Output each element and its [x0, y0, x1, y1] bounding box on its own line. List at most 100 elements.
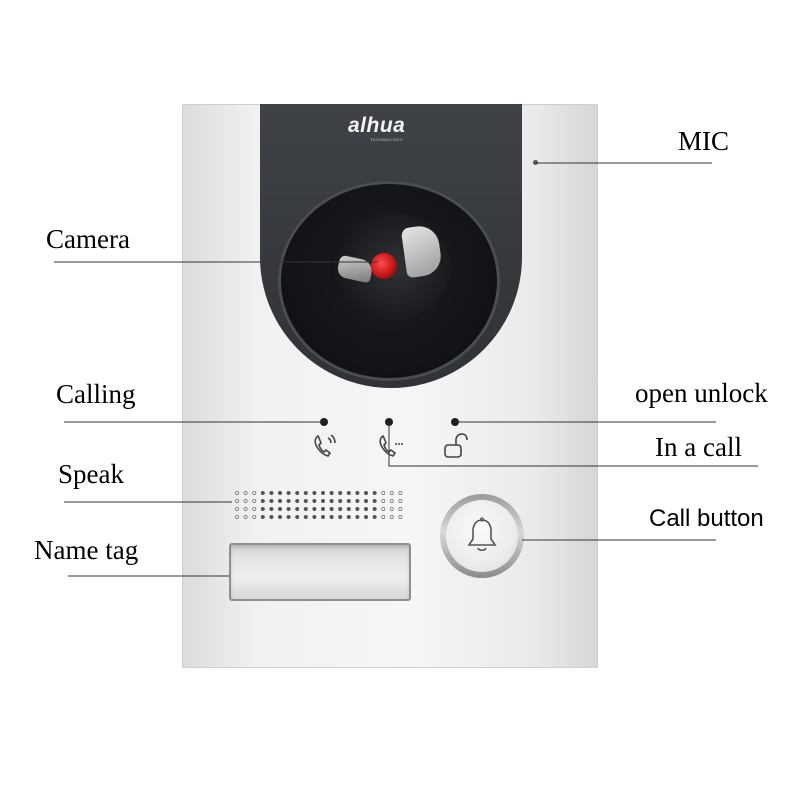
grille-hole	[295, 491, 300, 495]
grille-hole	[252, 498, 257, 503]
label-mic: MIC	[678, 126, 730, 156]
grille-hole	[364, 515, 368, 519]
camera-indicator	[371, 253, 397, 279]
grille-hole	[372, 491, 377, 495]
grille-hole	[329, 515, 334, 519]
label-camera: Camera	[46, 224, 130, 254]
grille-hole	[243, 498, 248, 503]
grille-hole	[389, 514, 394, 519]
grille-hole	[398, 491, 403, 496]
grille-hole	[355, 515, 360, 519]
grille-hole	[295, 507, 300, 511]
grille-hole	[355, 499, 360, 503]
grille-hole	[235, 506, 240, 511]
grille-hole	[269, 499, 274, 503]
grille-hole	[286, 515, 291, 519]
grille-hole	[321, 507, 325, 511]
grille-hole	[278, 491, 282, 495]
grille-hole	[338, 491, 343, 495]
grille-hole	[346, 499, 351, 503]
grille-hole	[338, 499, 343, 503]
phone-ringing-icon	[314, 434, 336, 457]
grille-hole	[389, 506, 394, 511]
grille-hole	[260, 507, 265, 511]
grille-hole	[389, 498, 394, 503]
grille-hole	[252, 514, 257, 519]
grille-hole	[346, 507, 351, 511]
call-button[interactable]	[446, 500, 518, 572]
grille-hole	[269, 507, 274, 511]
grille-hole	[312, 491, 317, 495]
brand-logo: alhua	[348, 114, 406, 137]
grille-hole	[243, 491, 248, 496]
grille-hole	[278, 515, 282, 519]
open-lock-icon	[444, 433, 468, 458]
label-calling: Calling	[56, 379, 136, 409]
grille-hole	[278, 507, 282, 511]
grille-hole	[269, 491, 274, 495]
grille-hole	[381, 491, 386, 496]
label-open-unlock: open unlock	[635, 378, 768, 408]
grille-hole	[321, 491, 325, 495]
grille-hole	[372, 515, 377, 519]
grille-hole	[303, 515, 308, 519]
grille-hole	[295, 499, 300, 503]
grille-hole	[286, 491, 291, 495]
grille-hole	[338, 515, 343, 519]
grille-hole	[398, 514, 403, 519]
label-speak: Speak	[58, 459, 124, 489]
grille-hole	[303, 491, 308, 495]
grille-hole	[243, 506, 248, 511]
grille-hole	[303, 507, 308, 511]
name-tag-window	[229, 543, 411, 601]
grille-hole	[321, 515, 325, 519]
grille-hole	[286, 507, 291, 511]
grille-hole	[398, 506, 403, 511]
grille-hole	[321, 499, 325, 503]
grille-hole	[286, 499, 291, 503]
grille-hole	[355, 507, 360, 511]
grille-hole	[381, 514, 386, 519]
label-in-a-call: In a call	[655, 432, 742, 462]
grille-hole	[235, 514, 240, 519]
grille-hole	[235, 491, 240, 496]
speaker-grille	[235, 491, 403, 519]
grille-hole	[235, 498, 240, 503]
grille-hole	[338, 507, 343, 511]
grille-hole	[346, 491, 351, 495]
grille-hole	[329, 491, 334, 495]
phone-in-call-icon	[379, 434, 403, 457]
grille-hole	[346, 515, 351, 519]
grille-hole	[260, 515, 265, 519]
label-call-button: Call button	[649, 505, 764, 532]
grille-hole	[372, 507, 377, 511]
grille-hole	[329, 507, 334, 511]
grille-hole	[278, 499, 282, 503]
grille-hole	[364, 491, 368, 495]
grille-hole	[364, 507, 368, 511]
grille-hole	[295, 515, 300, 519]
grille-hole	[398, 498, 403, 503]
grille-hole	[381, 506, 386, 511]
grille-hole	[252, 491, 257, 496]
grille-hole	[355, 491, 360, 495]
grille-hole	[312, 507, 317, 511]
grille-hole	[381, 498, 386, 503]
grille-hole	[312, 499, 317, 503]
grille-hole	[303, 499, 308, 503]
grille-hole	[372, 499, 377, 503]
grille-hole	[329, 499, 334, 503]
grille-hole	[260, 499, 265, 503]
grille-hole	[364, 499, 368, 503]
in-call-leader-line	[388, 422, 758, 467]
grille-hole	[269, 515, 274, 519]
grille-hole	[252, 506, 257, 511]
brand-subtitle: TECHNOLOGY	[370, 137, 404, 142]
label-name-tag: Name tag	[34, 535, 139, 565]
grille-hole	[243, 514, 248, 519]
mic-hole	[533, 160, 538, 165]
grille-hole	[312, 515, 317, 519]
grille-hole	[389, 491, 394, 496]
